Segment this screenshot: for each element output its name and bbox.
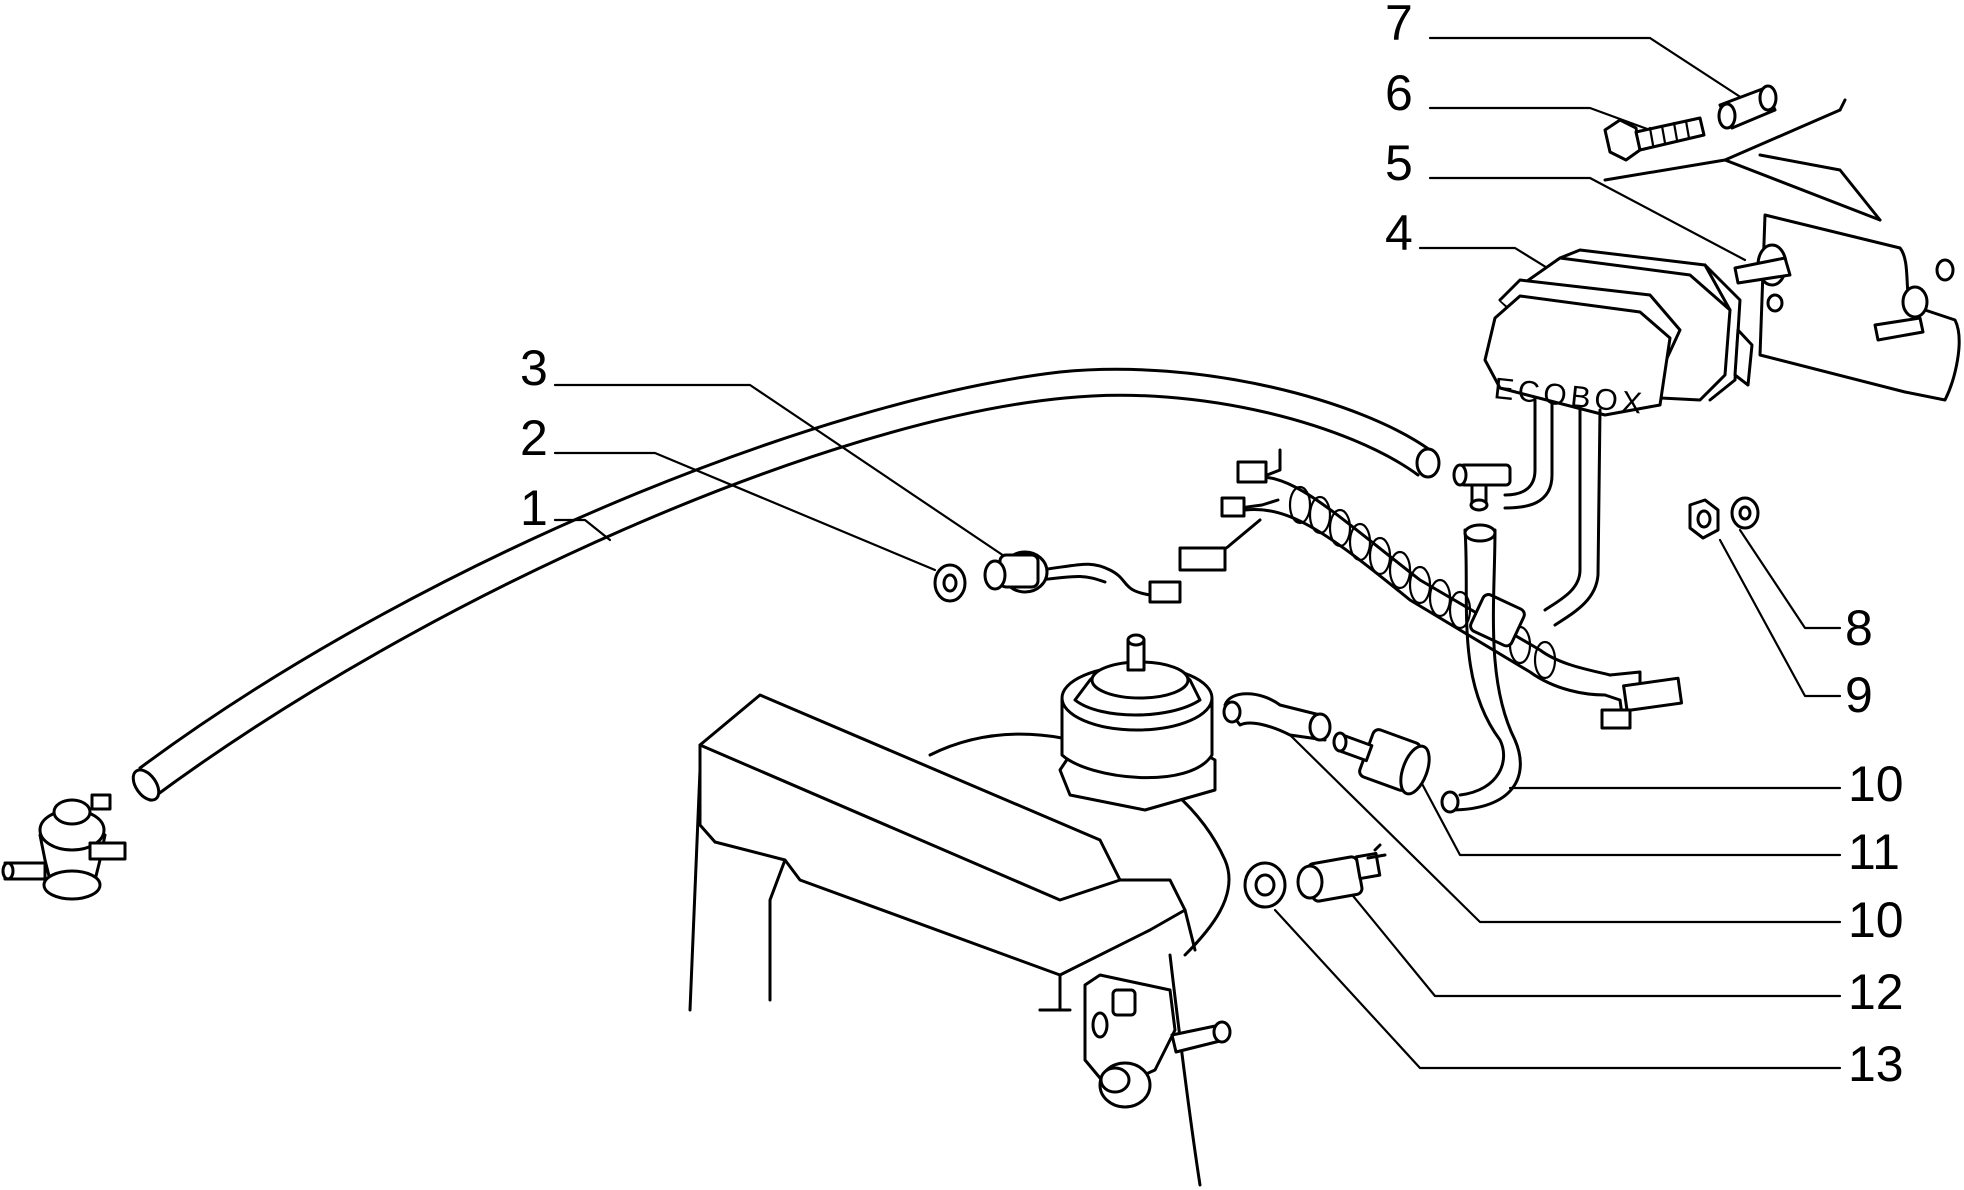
leader-9: [1718, 538, 1842, 698]
part-12-switch: [1296, 843, 1387, 903]
callout-8: 8: [1845, 600, 1873, 656]
part-1-vacuum-hose: [131, 367, 1441, 802]
callout-4: 4: [1385, 205, 1413, 261]
callout-11: 11: [1848, 824, 1900, 880]
lower-bracket: [1083, 973, 1232, 1109]
part-11-valve: [1332, 728, 1431, 796]
callout-10a: 10: [1848, 756, 1904, 812]
part-2-washer: [933, 563, 967, 603]
air-intake: [1058, 633, 1217, 812]
part-10-hose-upper: [1440, 523, 1522, 814]
leader-2: [553, 451, 937, 572]
part-13-washer: [1243, 861, 1287, 909]
vacuum-valve: [1, 793, 127, 901]
callout-labels: 7 6 5 4 3 2 1 8 9 10 11 10 12 13: [520, 0, 1904, 1092]
callout-3: 3: [520, 340, 548, 396]
leader-7: [1428, 36, 1747, 102]
callout-7: 7: [1385, 0, 1413, 51]
callout-9: 9: [1845, 667, 1873, 723]
part-10-hose-lower: [1222, 692, 1332, 742]
callout-5: 5: [1385, 135, 1413, 191]
leader-8: [1738, 528, 1842, 630]
t-fitting: [1452, 463, 1512, 512]
callout-13: 13: [1848, 1036, 1904, 1092]
engine-block: [688, 693, 1231, 1187]
leader-13: [1273, 908, 1842, 1070]
callout-12: 12: [1848, 964, 1904, 1020]
part-9-nut: [1688, 498, 1720, 540]
mounting-bracket: [1603, 98, 1961, 402]
leader-5: [1428, 176, 1747, 262]
wiring-harness: [1178, 448, 1684, 730]
leader-3: [553, 383, 1012, 562]
callout-10b: 10: [1848, 892, 1904, 948]
leader-10b: [1288, 733, 1842, 924]
callout-6: 6: [1385, 65, 1413, 121]
part-4-ecobox-module: ECOBOX: [1483, 248, 1754, 627]
leader-12: [1338, 878, 1842, 998]
leader-11: [1418, 778, 1842, 857]
part-7-spacer: [1717, 84, 1778, 130]
part-3-sensor: [983, 550, 1182, 604]
leader-lines: [553, 36, 1842, 1070]
leader-6: [1428, 106, 1652, 132]
callout-1: 1: [520, 480, 548, 536]
leader-1: [553, 518, 612, 542]
callout-2: 2: [520, 410, 548, 466]
part-6-bolt: [1603, 116, 1706, 162]
part-8-washer: [1730, 496, 1760, 530]
